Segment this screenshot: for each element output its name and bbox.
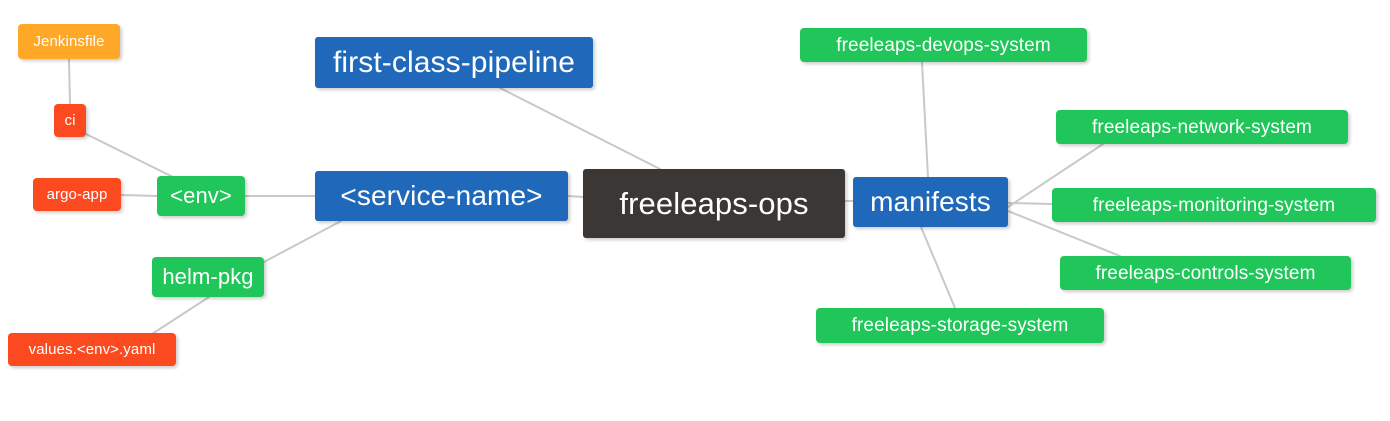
node-freeleaps-ops[interactable]: freeleaps-ops <box>583 169 845 238</box>
edge-service-name-to-helm-pkg <box>263 220 342 263</box>
edge-manifests-to-freeleaps-monitoring-system <box>1007 202 1053 205</box>
node-argo-app[interactable]: argo-app <box>33 178 121 211</box>
node-freeleaps-controls-system[interactable]: freeleaps-controls-system <box>1060 256 1351 290</box>
edge-first-class-pipeline-to-freeleaps-ops <box>499 87 661 170</box>
node-manifests[interactable]: manifests <box>853 177 1008 227</box>
edge-jenkinsfile-to-ci <box>68 58 71 106</box>
node-freeleaps-monitoring-system[interactable]: freeleaps-monitoring-system <box>1052 188 1376 222</box>
node-ci[interactable]: ci <box>54 104 86 137</box>
node-freeleaps-devops-system[interactable]: freeleaps-devops-system <box>800 28 1087 62</box>
edge-ci-to-env <box>85 133 176 179</box>
edge-manifests-to-freeleaps-storage-system <box>920 226 956 309</box>
node-first-class-pipeline[interactable]: first-class-pipeline <box>315 37 593 88</box>
node-freeleaps-network-system[interactable]: freeleaps-network-system <box>1056 110 1348 144</box>
node-jenkinsfile[interactable]: Jenkinsfile <box>18 24 120 59</box>
node-freeleaps-storage-system[interactable]: freeleaps-storage-system <box>816 308 1104 343</box>
node-helm-pkg[interactable]: helm-pkg <box>152 257 264 297</box>
edge-argo-app-to-env <box>120 194 158 197</box>
edge-helm-pkg-to-values-yaml <box>151 296 210 335</box>
edge-service-name-to-freeleaps-ops <box>567 195 584 198</box>
edge-manifests-to-freeleaps-devops-system <box>921 61 929 178</box>
node-env[interactable]: <env> <box>157 176 245 216</box>
node-values-yaml[interactable]: values.<env>.yaml <box>8 333 176 366</box>
node-service-name[interactable]: <service-name> <box>315 171 568 221</box>
